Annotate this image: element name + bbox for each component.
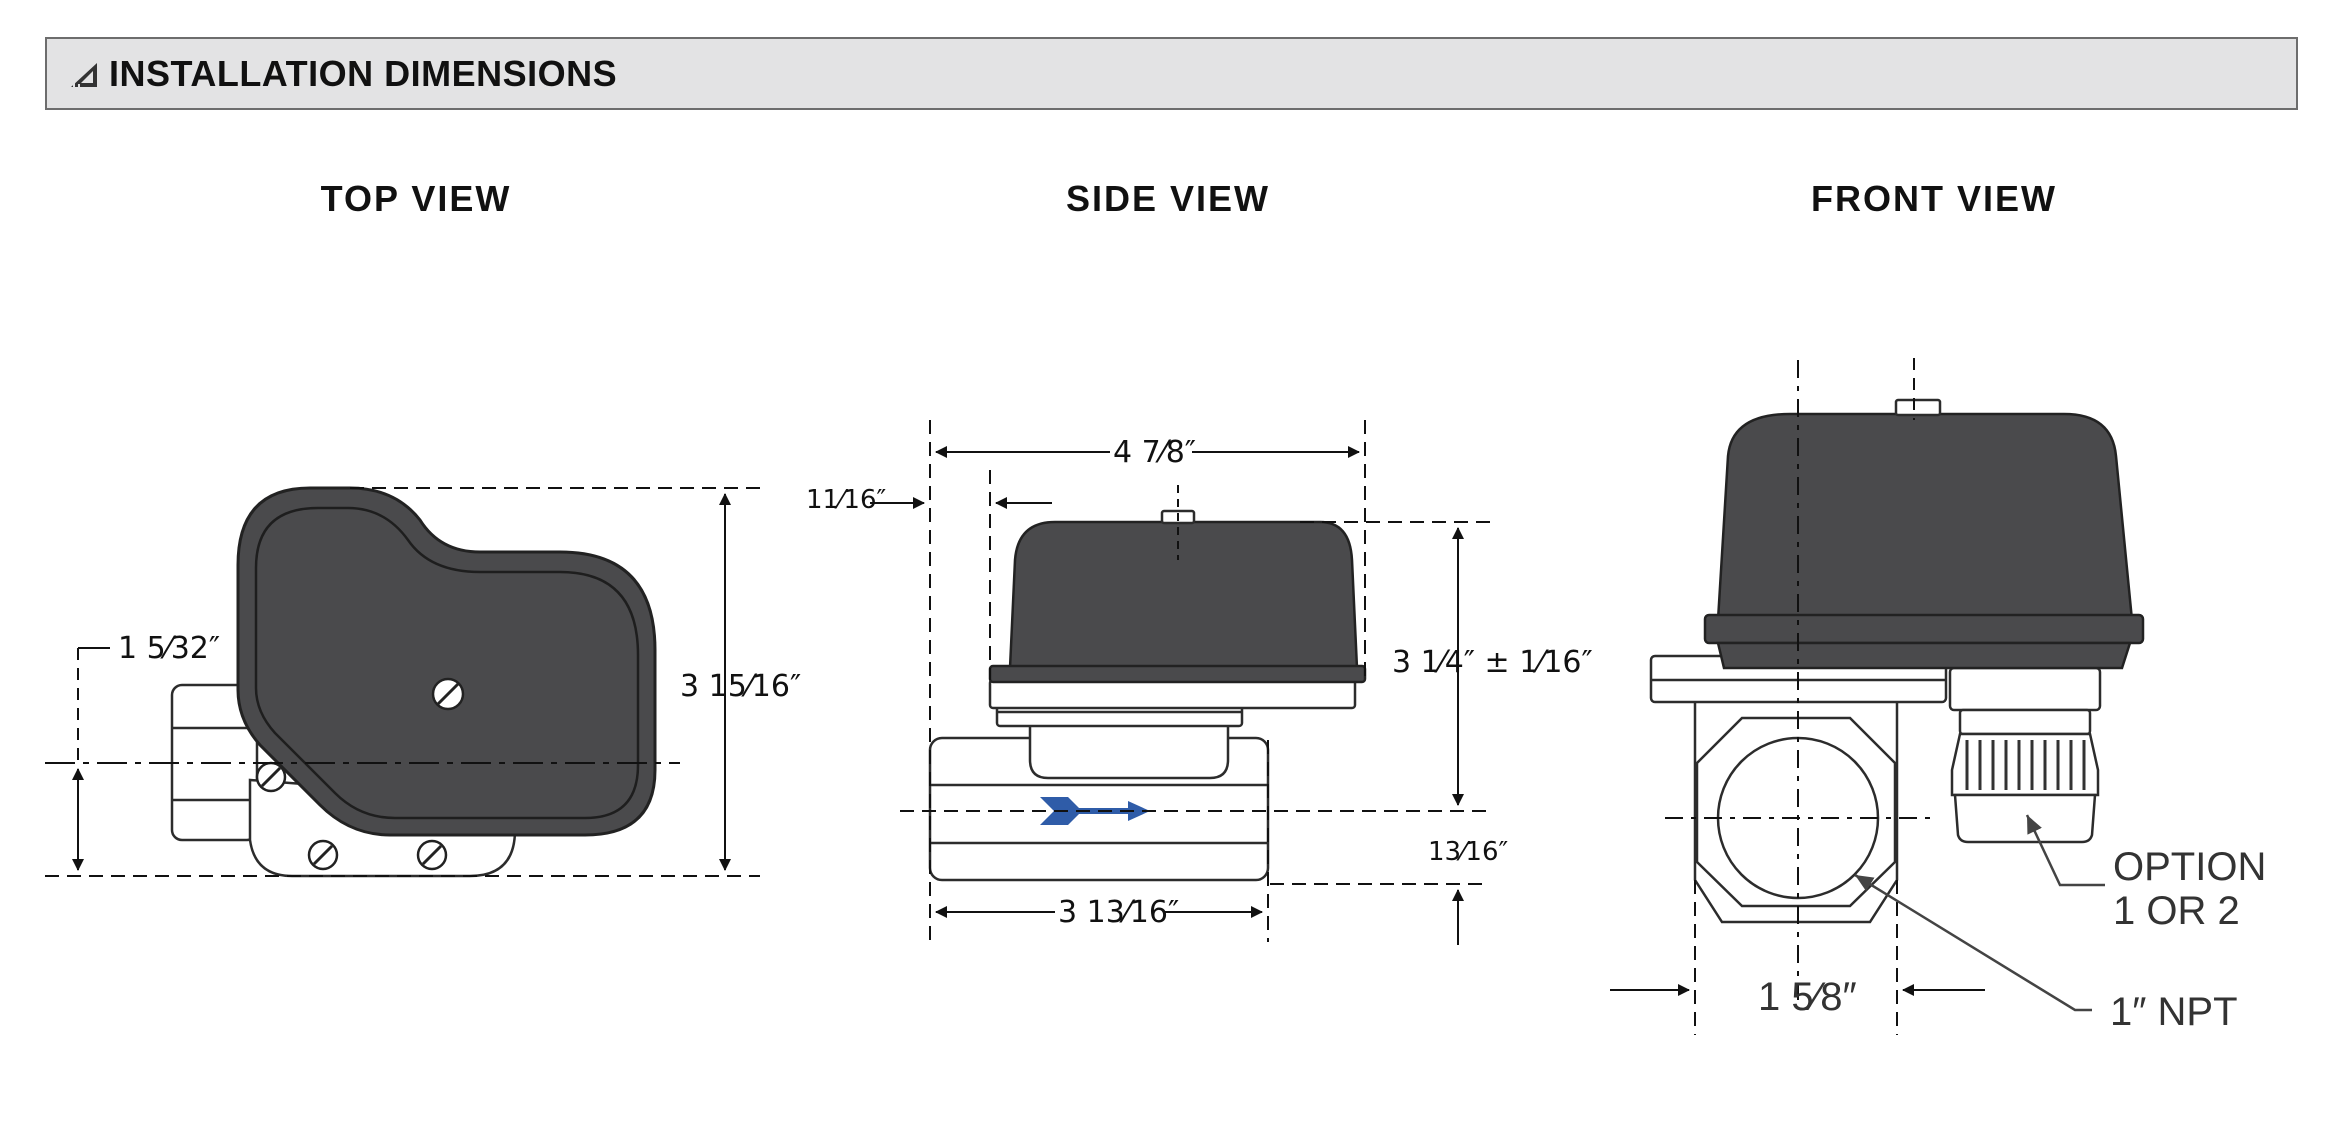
front-view-drawing bbox=[1649, 398, 2145, 924]
top-height-dimension: 3 15⁄16″ bbox=[680, 669, 801, 704]
side-inset-dimension: 11⁄16″ bbox=[806, 485, 887, 515]
set-square-icon bbox=[71, 63, 97, 87]
screw-icon bbox=[431, 677, 465, 711]
top-view-drawing bbox=[170, 486, 657, 878]
npt-callout: 1″ NPT bbox=[2110, 990, 2238, 1034]
front-width-dimension: 1 5⁄8″ bbox=[1758, 975, 1857, 1019]
top-view-title: TOP VIEW bbox=[320, 178, 512, 219]
side-view-dimensions bbox=[870, 420, 1490, 945]
top-offset-dimension: 1 5⁄32″ bbox=[118, 631, 220, 666]
side-view-title: SIDE VIEW bbox=[1065, 178, 1271, 219]
screw-icon bbox=[416, 839, 448, 871]
section-header: INSTALLATION DIMENSIONS bbox=[45, 37, 2298, 110]
screw-icon bbox=[307, 839, 339, 871]
screw-icon bbox=[255, 761, 287, 793]
front-view-title: FRONT VIEW bbox=[1811, 178, 2057, 219]
side-bottom-width-dimension: 3 13⁄16″ bbox=[1058, 895, 1179, 930]
top-housing bbox=[236, 486, 657, 837]
side-housing bbox=[1008, 520, 1359, 670]
side-below-dimension: 13⁄16″ bbox=[1428, 837, 1509, 867]
side-top-width-dimension: 4 7⁄8″ bbox=[1113, 435, 1196, 470]
section-title: INSTALLATION DIMENSIONS bbox=[109, 53, 618, 94]
option-callout-line2: 1 OR 2 bbox=[2113, 889, 2240, 933]
front-callout-leaders bbox=[1854, 814, 2105, 1012]
side-view-drawing bbox=[928, 509, 1367, 882]
front-housing bbox=[1716, 412, 2134, 622]
side-height-dimension: 3 1⁄4″ ± 1⁄16″ bbox=[1392, 645, 1593, 680]
option-callout-line1: OPTION bbox=[2113, 845, 2266, 889]
top-view-dimensions bbox=[45, 487, 760, 877]
front-view-dimensions bbox=[1610, 358, 1985, 1035]
